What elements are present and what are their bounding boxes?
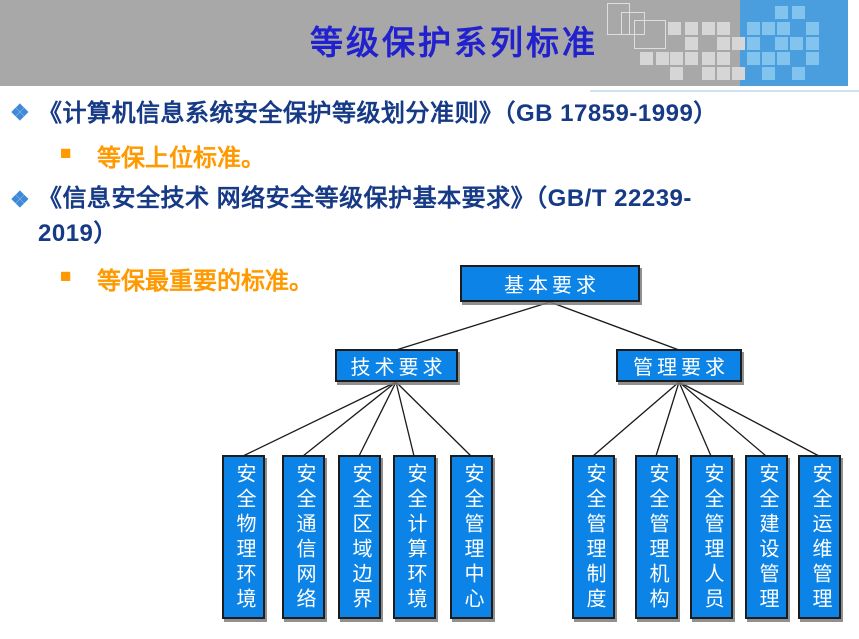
slide-title: 等级保护系列标准 <box>310 24 598 61</box>
deco-square <box>685 37 698 50</box>
deco-square <box>792 6 805 19</box>
deco-square <box>717 37 730 50</box>
bullet-2-sub-text: 等保最重要的标准。 <box>97 268 313 295</box>
deco-square <box>762 22 775 35</box>
deco-square <box>792 67 805 80</box>
deco-outline-square <box>607 3 630 35</box>
diagram-leaf-box: 安全通信网络 <box>282 455 325 619</box>
deco-square <box>685 52 698 65</box>
diamond-bullet-icon: ❖ <box>10 100 30 125</box>
square-bullet-icon: ■ <box>60 266 72 287</box>
deco-square <box>656 52 669 65</box>
bullet-2-text: 《信息安全技术 网络安全等级保护基本要求》（GB/T 22239- 2019） <box>38 181 692 251</box>
diagram-leaf-box: 安全管理制度 <box>572 455 615 619</box>
diagram-leaf-box: 安全运维管理 <box>798 455 841 619</box>
deco-square <box>777 22 790 35</box>
deco-square <box>717 67 730 80</box>
bullet-1-sub-text: 等保上位标准。 <box>97 145 265 172</box>
diagram-leaf-box: 安全建设管理 <box>745 455 788 619</box>
slide-header: 等级保护系列标准 <box>0 0 848 86</box>
deco-square <box>717 52 730 65</box>
diagram-leaf-box: 安全物理环境 <box>222 455 265 619</box>
deco-square <box>670 67 683 80</box>
deco-outline-square <box>634 20 666 49</box>
deco-square <box>806 52 819 65</box>
diagram-branch-mgmt-box: 管理要求 <box>616 349 742 382</box>
diagram-leaf-box: 安全管理人员 <box>690 455 733 619</box>
deco-square <box>806 37 819 50</box>
deco-square <box>777 52 790 65</box>
deco-square <box>702 52 715 65</box>
deco-square <box>702 67 715 80</box>
diamond-bullet-icon: ❖ <box>10 187 30 212</box>
square-bullet-icon: ■ <box>60 143 72 164</box>
diagram-leaf-box: 安全区域边界 <box>338 455 381 619</box>
deco-square <box>747 52 760 65</box>
deco-square <box>762 52 775 65</box>
deco-square <box>775 37 788 50</box>
deco-square <box>668 22 681 35</box>
deco-square <box>732 37 745 50</box>
deco-square <box>670 52 683 65</box>
deco-square <box>640 52 653 65</box>
deco-square <box>747 22 760 35</box>
deco-outline-square <box>621 12 645 35</box>
deco-square <box>717 22 730 35</box>
deco-square <box>685 22 698 35</box>
bullet-2-line-1: 《信息安全技术 网络安全等级保护基本要求》（GB/T 22239- <box>38 185 692 212</box>
deco-square <box>702 22 715 35</box>
diagram-leaf-box: 安全计算环境 <box>393 455 436 619</box>
deco-square <box>775 6 788 19</box>
header-accent-line <box>590 90 859 92</box>
diagram-leaf-box: 安全管理中心 <box>450 455 493 619</box>
diagram-root-box: 基本要求 <box>460 265 640 302</box>
diagram-leaf-box: 安全管理机构 <box>635 455 678 619</box>
deco-square <box>762 67 775 80</box>
deco-square <box>806 22 819 35</box>
bullet-2-line-2: 2019） <box>38 220 118 247</box>
deco-square <box>747 37 760 50</box>
diagram-branch-tech-box: 技术要求 <box>335 349 458 382</box>
deco-square <box>790 37 803 50</box>
deco-square <box>732 67 745 80</box>
bullet-1-text: 《计算机信息系统安全保护等级划分准则》（GB 17859-1999） <box>38 100 718 127</box>
